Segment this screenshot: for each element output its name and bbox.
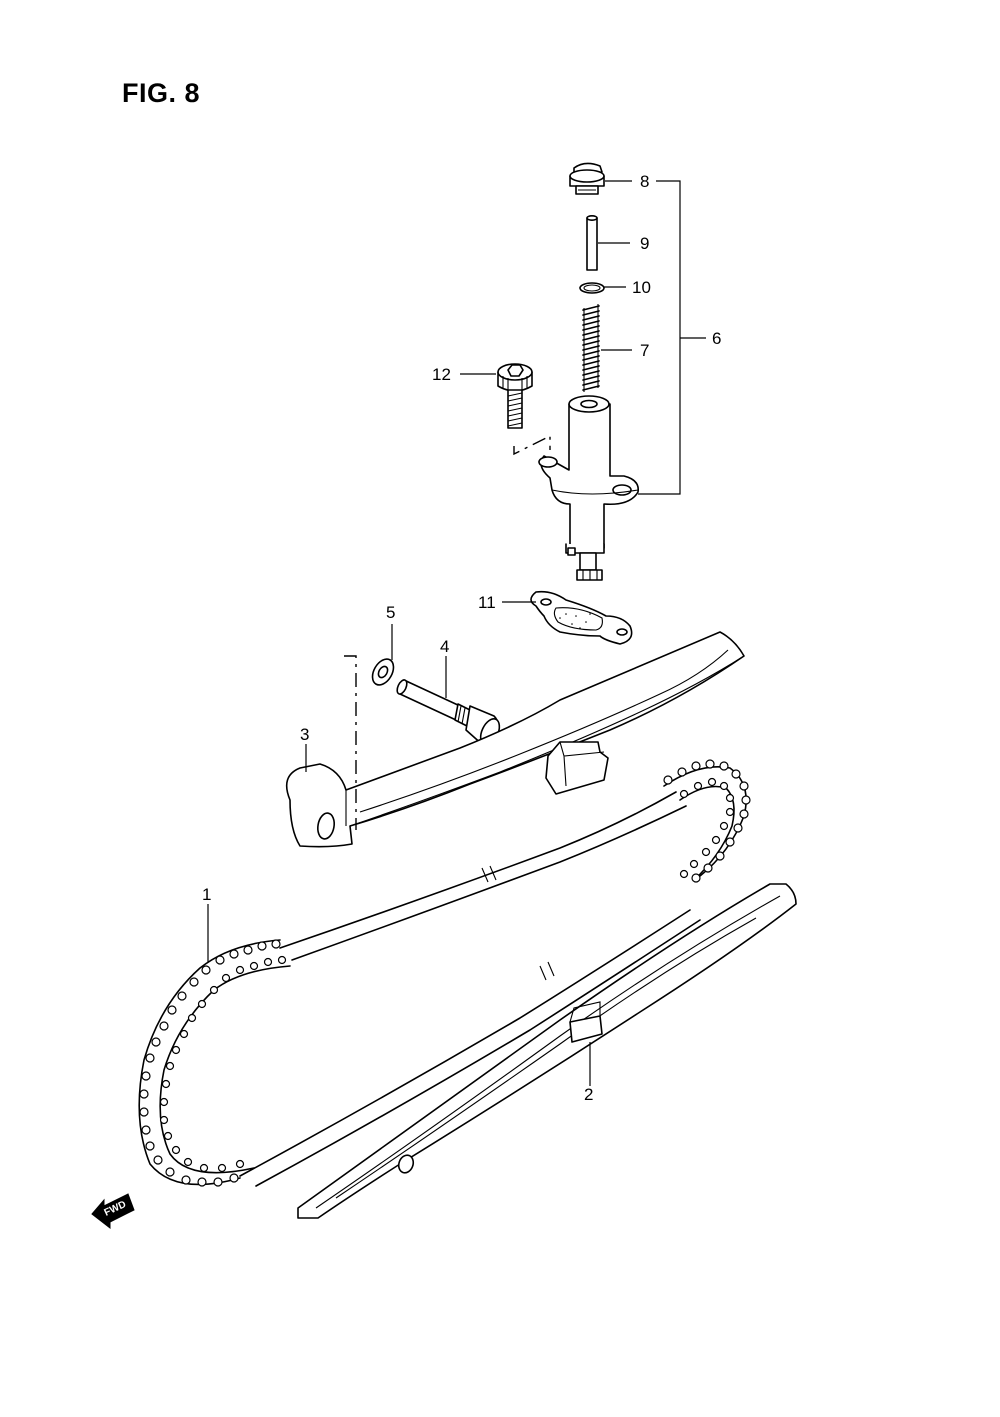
callout-11: 11 <box>478 593 496 612</box>
callout-1: 1 <box>202 885 211 904</box>
part-12-bolt <box>497 363 533 429</box>
part-11-gasket <box>530 590 633 645</box>
chain-links-left <box>138 939 291 1187</box>
part-7-spring <box>582 304 600 392</box>
callout-5: 5 <box>386 603 395 622</box>
part-8-cap-bolt <box>569 162 605 195</box>
leader-lines <box>207 180 706 1086</box>
part-9-push-rod <box>586 215 598 271</box>
part-1-cam-chain <box>138 759 751 1187</box>
part-10-o-ring <box>579 282 605 294</box>
fwd-arrow-icon: FWD <box>91 1193 135 1230</box>
callout-6: 6 <box>712 329 721 348</box>
alignment-line-5-3 <box>344 655 357 830</box>
callout-3: 3 <box>300 725 309 744</box>
callout-12: 12 <box>432 365 451 384</box>
part-3-tensioner-guide <box>285 631 745 848</box>
alignment-line-12 <box>513 434 551 456</box>
callout-8: 8 <box>640 172 649 191</box>
part-2-chain-guide <box>297 883 797 1219</box>
callout-7: 7 <box>640 341 649 360</box>
callout-labels: 8 9 10 7 6 12 11 5 4 3 1 2 <box>202 172 721 1104</box>
chain-links-right <box>663 759 751 883</box>
callout-9: 9 <box>640 234 649 253</box>
callout-2: 2 <box>584 1085 593 1104</box>
part-5-washer <box>371 658 395 686</box>
figure-title: FIG. 8 <box>122 78 201 108</box>
callout-4: 4 <box>440 637 449 656</box>
callout-10: 10 <box>632 278 651 297</box>
part-6-tensioner-body <box>538 395 640 581</box>
